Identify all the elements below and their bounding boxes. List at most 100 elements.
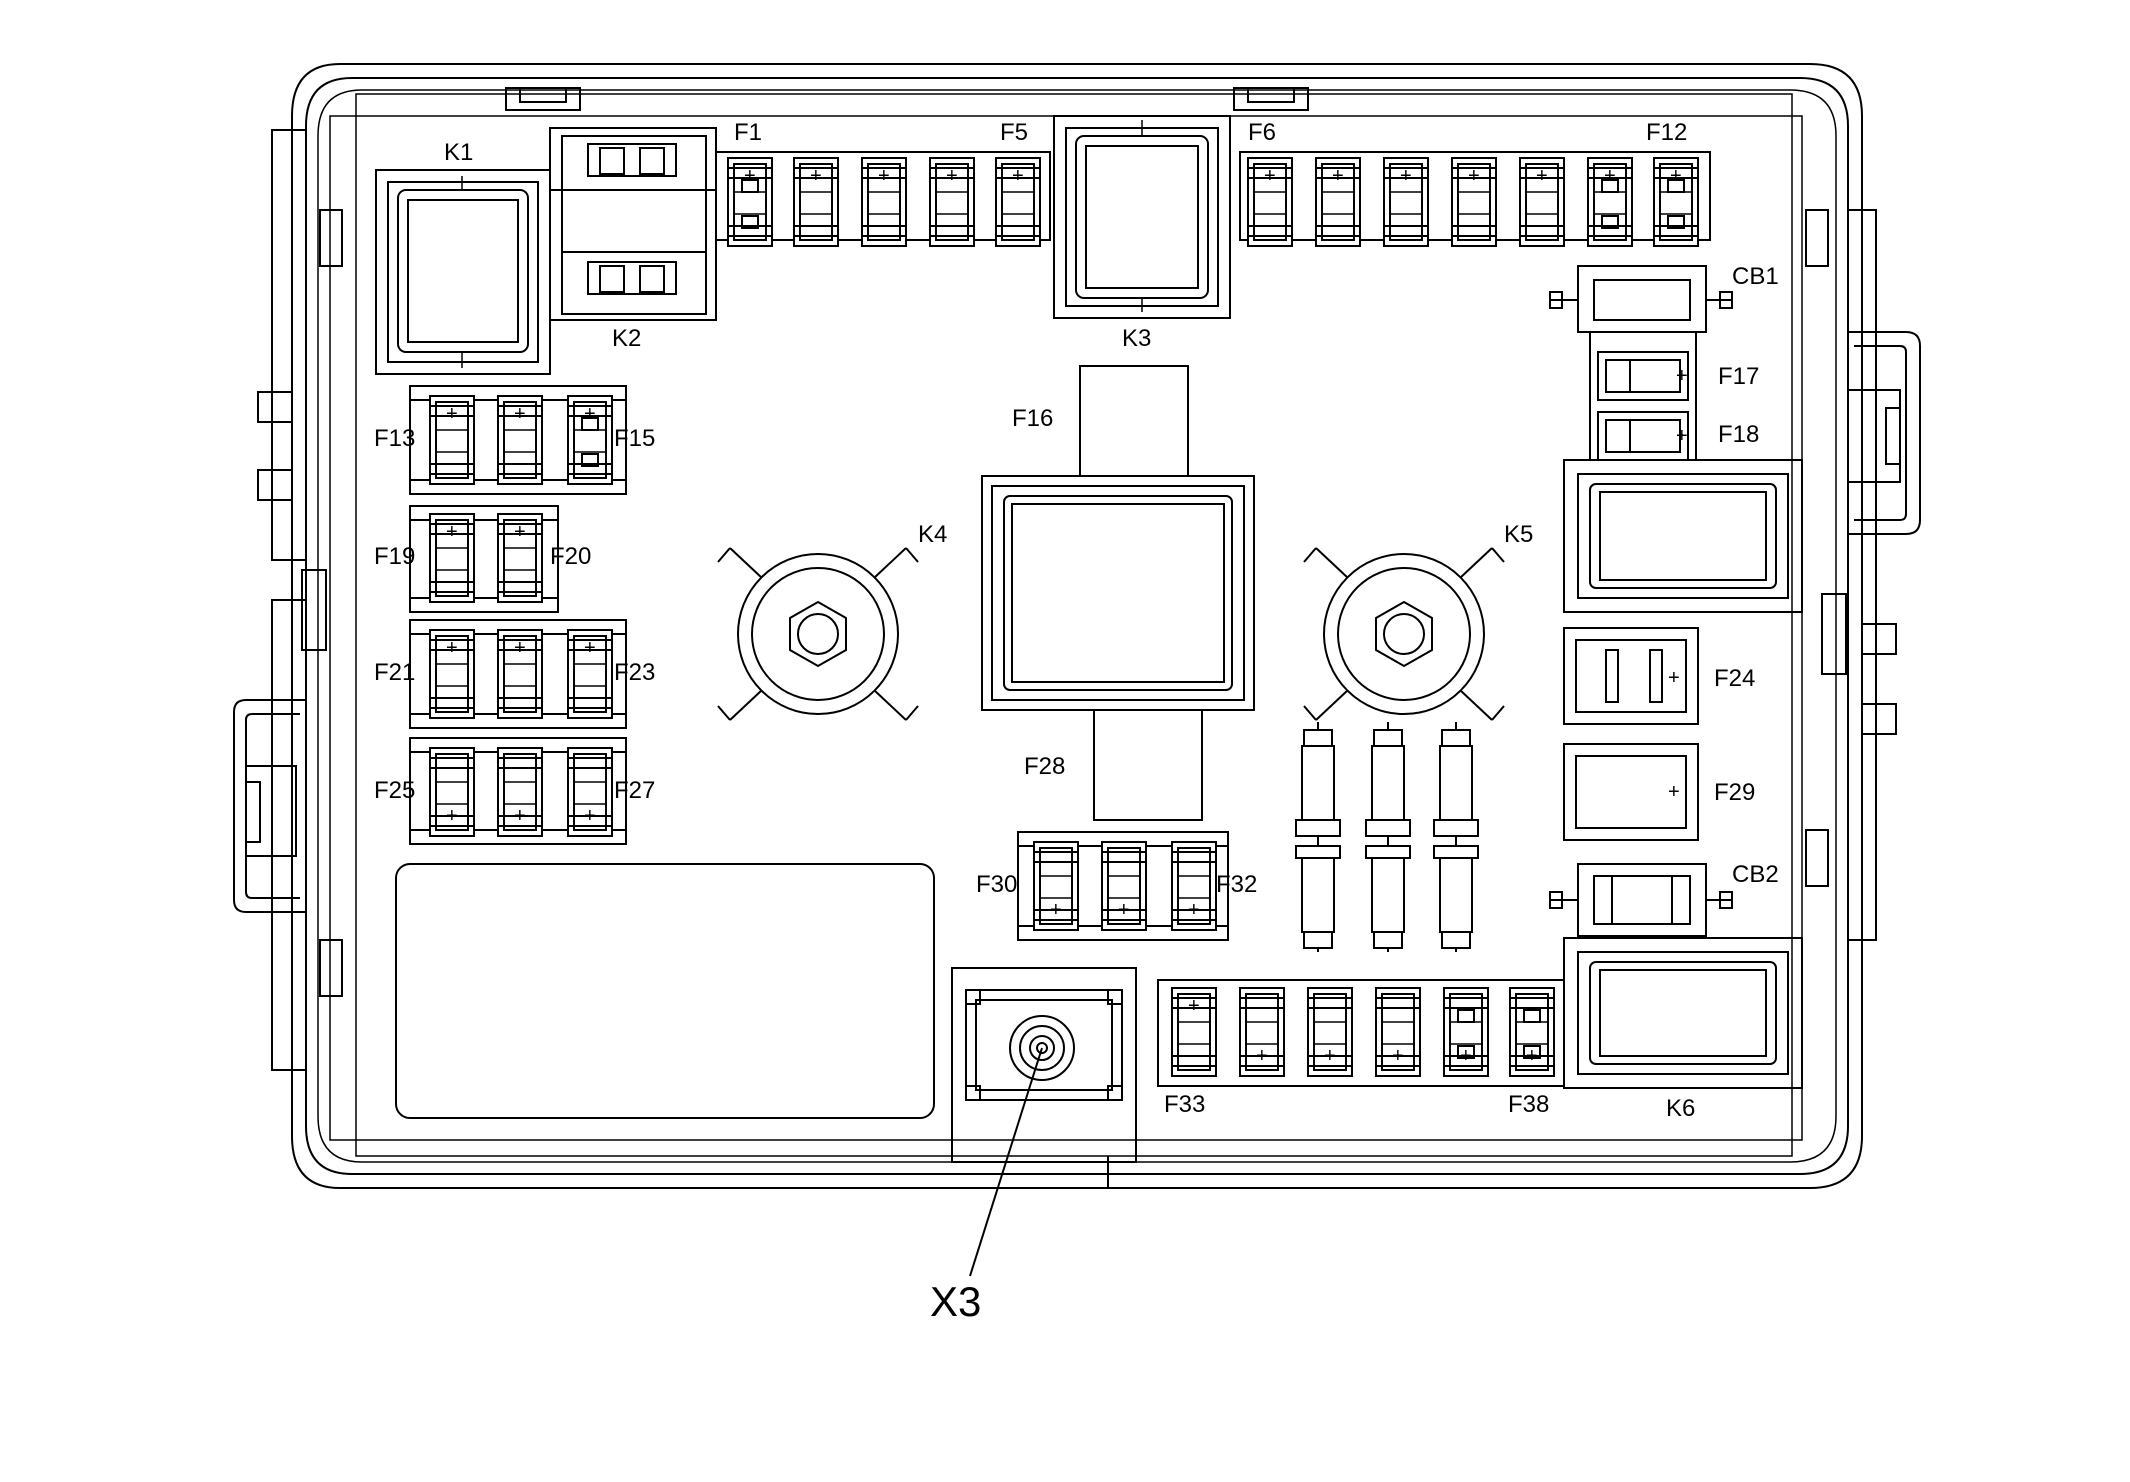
- fuse-f33-row-6-clip-top: [1509, 997, 1555, 1009]
- label-f23: F23: [614, 659, 655, 686]
- fuse-f21-row-3: +: [567, 629, 613, 719]
- fuse-f25-row-2-base: [497, 747, 543, 837]
- fuse-top-right-6-base: [1587, 157, 1633, 247]
- center-block: [981, 365, 1255, 821]
- fuse-f21-row-2-body: [503, 635, 537, 713]
- fuse-top-right-4: +: [1451, 157, 1497, 247]
- fuse-f30-row-3-plus: +: [1188, 899, 1200, 921]
- fuse-f19-row-1: +: [429, 513, 475, 603]
- fuse-f25-row-3-clip-top: [567, 757, 613, 769]
- label-f1: F1: [734, 119, 762, 146]
- fuse-f21-row-1: +: [429, 629, 475, 719]
- label-cb1: CB1: [1732, 263, 1779, 290]
- label-f18: F18: [1718, 421, 1759, 448]
- label-f19: F19: [374, 543, 415, 570]
- fuse-f13-row-3-plus: +: [584, 403, 596, 425]
- fuse-f21-row-3-clip-bottom: [567, 697, 613, 709]
- fuse-top-right-3-clip-bottom: [1383, 225, 1429, 237]
- fuse-f33-row-2-plus: +: [1256, 1045, 1268, 1067]
- plus-mark-f29: +: [1668, 781, 1680, 803]
- fuse-f30-row-1-base: [1033, 841, 1079, 931]
- fuse-f33-row-5-plus: +: [1460, 1045, 1472, 1067]
- fuse-f21-row-2: +: [497, 629, 543, 719]
- fuse-top-right-2-body: [1321, 163, 1355, 241]
- fuse-top-right-5-plus: +: [1536, 165, 1548, 187]
- fuse-f21-row-1-body: [435, 635, 469, 713]
- fuse-top-right-7-body: [1659, 163, 1693, 241]
- label-x3: X3: [930, 1278, 981, 1325]
- fuse-top-right-4-body: [1457, 163, 1491, 241]
- fuse-f30-row-3: +: [1171, 841, 1217, 931]
- fuse-f13-row-3-window-top: [581, 417, 599, 431]
- fuse-f25-row-2-clip-top: [497, 757, 543, 769]
- fuse-top-right-5-base: [1519, 157, 1565, 247]
- fuse-f25-row-2-plus: +: [514, 805, 526, 827]
- label-f38: F38: [1508, 1091, 1549, 1118]
- fuse-f33-row-2-clip-top: [1239, 997, 1285, 1009]
- fuse-top-right-5-clip-top: [1519, 167, 1565, 179]
- fuse-strip-f33-f38: [1157, 979, 1565, 1087]
- fuse-top-right-4-clip-bottom: [1451, 225, 1497, 237]
- fuse-top-right-1-clip-bottom: [1247, 225, 1293, 237]
- fuse-f33-row-1-clip-bottom: [1171, 1055, 1217, 1067]
- fuse-f13-row-2-clip-bottom: [497, 463, 543, 475]
- fuse-f33-row-5-clip-bottom: [1443, 1055, 1489, 1067]
- label-f13: F13: [374, 425, 415, 452]
- fuse-f33-row-4-body: [1381, 993, 1415, 1071]
- labels: K1 K2 K3 K4 K5 K6 F1 F5 F6 F12 F13 F15 F…: [374, 119, 1779, 1325]
- fuse-f33-row-1-clip-top: [1171, 997, 1217, 1009]
- fuse-f30-row-3-base: [1171, 841, 1217, 931]
- fuse-f30-row-2: +: [1101, 841, 1147, 931]
- fuse-f21-row-3-plus: +: [584, 637, 596, 659]
- fuse-top-left-5-clip-bottom: [995, 225, 1041, 237]
- fuse-top-right-5-clip-bottom: [1519, 225, 1565, 237]
- fuse-f21-row-1-plus: +: [446, 637, 458, 659]
- fuse-f30-row-1-plus: +: [1050, 899, 1062, 921]
- label-area: [395, 863, 935, 1119]
- fuse-f33-row-6-body: [1515, 993, 1549, 1071]
- fuse-f33-row-6-window-top: [1523, 1009, 1541, 1023]
- fuse-f13-row-1-clip-top: [429, 405, 475, 417]
- fuse-top-right-7-clip-top: [1653, 167, 1699, 179]
- fuse-f30-row-2-plus: +: [1118, 899, 1130, 921]
- fuse-f33-row-3: +: [1307, 987, 1353, 1077]
- fuse-f33-row-3-body: [1313, 993, 1347, 1071]
- fuse-f30-row-3-clip-bottom: [1171, 909, 1217, 921]
- fuse-top-left-2-clip-bottom: [793, 225, 839, 237]
- fuse-f33-row-2-base: [1239, 987, 1285, 1077]
- label-cb2: CB2: [1732, 861, 1779, 888]
- fuse-top-right-1-body: [1253, 163, 1287, 241]
- label-k6: K6: [1666, 1095, 1695, 1122]
- fuse-top-right-3-clip-top: [1383, 167, 1429, 179]
- fuse-top-right-3-base: [1383, 157, 1429, 247]
- fuse-top-right-2-clip-top: [1315, 167, 1361, 179]
- fuse-f33-row-1-body: [1177, 993, 1211, 1071]
- fuse-top-left-1-clip-bottom: [727, 225, 773, 237]
- fuse-f21-row-3-clip-top: [567, 639, 613, 651]
- mid-fuse-column-2: [1365, 722, 1411, 952]
- fuse-top-left-3-base: [861, 157, 907, 247]
- fuse-f13-row-2-base: [497, 395, 543, 485]
- fuse-top-right-7-window-top: [1667, 179, 1685, 193]
- fuse-f25-row-3: +: [567, 747, 613, 837]
- fuse-top-right-6-plus: +: [1604, 165, 1616, 187]
- fuse-f33-row-3-clip-top: [1307, 997, 1353, 1009]
- fuse-f33-row-1: +: [1171, 987, 1217, 1077]
- fuse-block-f19-f20: [409, 505, 559, 613]
- fuse-f33-row-5-base: [1443, 987, 1489, 1077]
- fuse-f19-row-2: +: [497, 513, 543, 603]
- fuse-f21-row-2-clip-top: [497, 639, 543, 651]
- fuse-top-left-3-plus: +: [878, 165, 890, 187]
- label-f12: F12: [1646, 119, 1687, 146]
- label-k3: K3: [1122, 325, 1151, 352]
- fuse-top-right-7-base: [1653, 157, 1699, 247]
- relay-k3: [1053, 115, 1231, 319]
- fuse-f30-row-3-body: [1177, 847, 1211, 925]
- fuse-top-right-6: +: [1587, 157, 1633, 247]
- fuse-f25-row-3-clip-bottom: [567, 815, 613, 827]
- relay-k2: [549, 127, 717, 321]
- label-k4: K4: [918, 521, 947, 548]
- fuse-f25-row-1-clip-bottom: [429, 815, 475, 827]
- fuse-f19-row-2-plus: +: [514, 521, 526, 543]
